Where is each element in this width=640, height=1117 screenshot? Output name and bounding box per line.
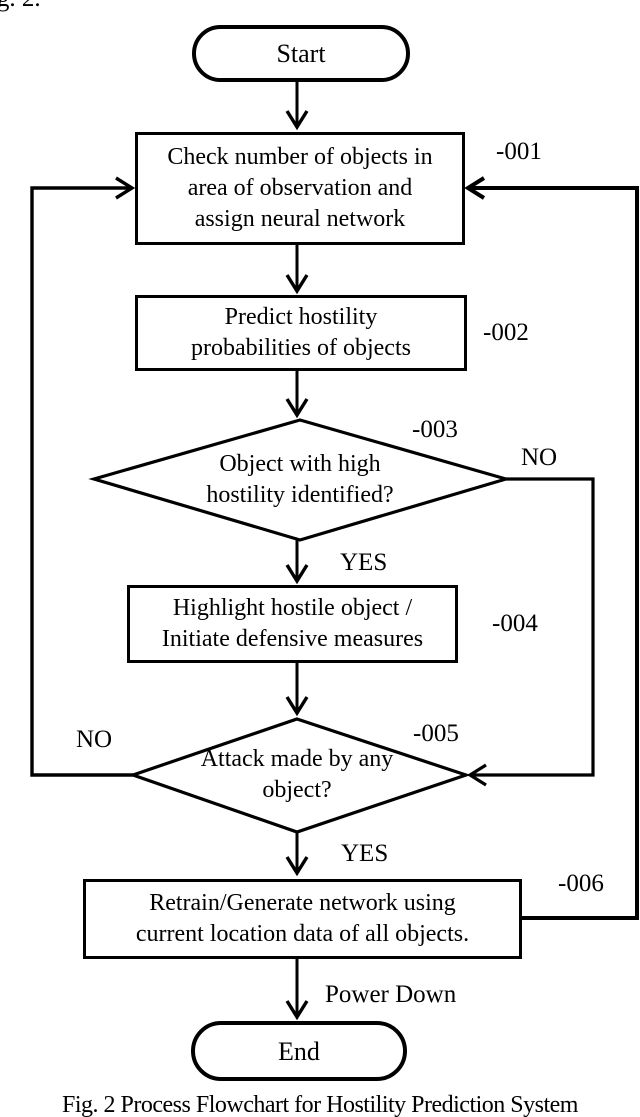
edge-label-no-high-hostility: NO <box>521 444 558 471</box>
arrowhead-006-to-end <box>285 1000 309 1021</box>
ref-numeral-006: -006 <box>558 870 604 897</box>
arrowhead-006-feedback <box>464 176 486 200</box>
start-terminal-label: Start <box>276 39 326 68</box>
start-terminal: Start <box>192 25 410 82</box>
ref-numeral-002: -002 <box>483 319 529 346</box>
arrowhead-start-to-001 <box>285 110 309 131</box>
ref-numeral-005: -005 <box>413 720 459 747</box>
edge-label-no-attack: NO <box>76 726 113 753</box>
edge-label-yes-attack: YES <box>341 840 389 867</box>
process-box-predict-hostility: Predict hostility probabilities of objec… <box>135 295 467 371</box>
ref-numeral-001: -001 <box>496 138 542 165</box>
edge-006-feedback-line <box>471 186 639 920</box>
edge-no-003-line <box>472 477 595 777</box>
edge-label-power-down: Power Down <box>325 981 457 1008</box>
decision-attack-made-text: Attack made by any object? <box>200 746 394 803</box>
arrowhead-004-to-005 <box>285 696 309 717</box>
end-terminal-label: End <box>278 1036 320 1066</box>
arrowhead-001-to-002 <box>285 274 309 295</box>
process-box-check-objects: Check number of objects in area of obser… <box>135 132 465 245</box>
edge-label-yes-high-hostility: YES <box>340 549 388 576</box>
decision-high-hostility-text: Object with high hostility identified? <box>206 451 394 508</box>
decision-diamond-003 <box>88 418 512 542</box>
arrowhead-005-to-006-yes <box>285 856 309 877</box>
decision-diamond-005 <box>128 717 472 834</box>
edge-no-005-feedback-line <box>30 186 133 777</box>
end-terminal: End <box>191 1021 407 1081</box>
arrowhead-002-to-003 <box>285 398 309 419</box>
process-box-retrain-network: Retrain/Generate network using current l… <box>83 879 522 959</box>
process-box-check-objects-text: Check number of objects in area of obser… <box>167 144 433 232</box>
arrowhead-003-to-004-yes <box>285 564 309 585</box>
process-box-highlight-hostile: Highlight hostile object / Initiate defe… <box>127 585 458 663</box>
clipped-figure-label: Fig. 2. <box>0 0 41 13</box>
ref-numeral-003: -003 <box>412 416 458 443</box>
arrowhead-no-005-feedback <box>115 176 136 200</box>
figure-caption: Fig. 2 Process Flowchart for Hostility P… <box>62 1092 578 1117</box>
process-box-retrain-network-text: Retrain/Generate network using current l… <box>135 890 470 947</box>
process-box-predict-hostility-text: Predict hostility probabilities of objec… <box>191 304 411 361</box>
process-box-highlight-hostile-text: Highlight hostile object / Initiate defe… <box>161 595 424 652</box>
ref-numeral-004: -004 <box>492 610 538 637</box>
